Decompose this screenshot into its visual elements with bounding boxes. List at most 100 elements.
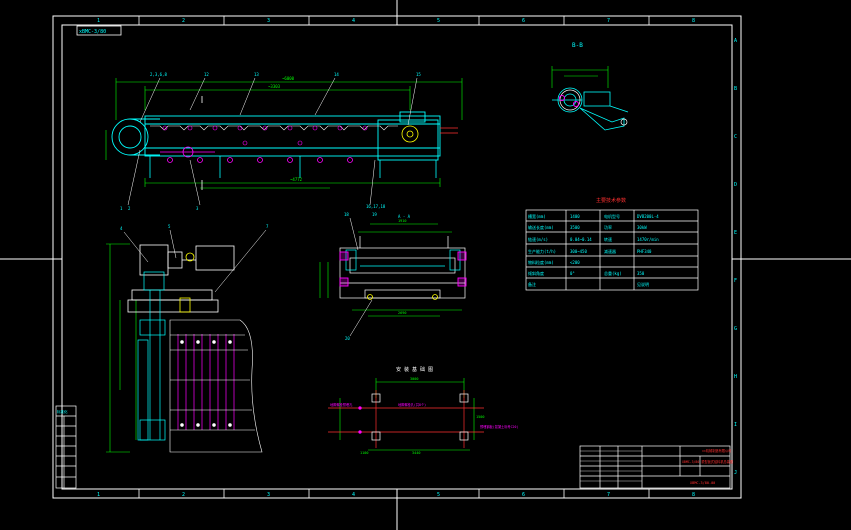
spec-row-6-label: 倾斜角度 xyxy=(528,270,544,276)
section-b-b-view: B-B xyxy=(551,42,629,131)
spec-row-5-label: 物料粒度(mm) xyxy=(528,259,554,265)
zone-col-ticks xyxy=(138,16,650,498)
side-callout-4: 4 xyxy=(120,226,123,231)
zone-col-1b: 1 xyxy=(97,492,100,498)
zone-col-4: 4 xyxy=(352,18,355,24)
spec-row-4-label: 生产能力(t/h) xyxy=(528,248,556,254)
spec-row-1-label: 槽宽(mm) xyxy=(528,213,546,219)
foundation-bottom-dim: 3440 xyxy=(412,451,420,455)
title-block-drawing-number: XBMC-3/80-00 xyxy=(690,481,715,485)
spec-row-7-label: 备注 xyxy=(528,281,536,287)
zone-col-2b: 2 xyxy=(182,492,185,498)
drawing-number-tag: xBMC-3/80 xyxy=(76,25,122,36)
zone-col-5b: 5 xyxy=(437,492,440,498)
zone-col-2: 2 xyxy=(182,18,185,24)
zone-col-3b: 3 xyxy=(267,492,270,498)
spec-row-6-value: 0° xyxy=(570,271,575,276)
zone-row-b: B xyxy=(734,86,737,92)
callout-1: 1 xyxy=(120,206,123,211)
spec-row-5-value: <200 xyxy=(570,260,580,265)
revision-header: 标准化 xyxy=(57,409,68,414)
leader-16-18: 16,17,18 xyxy=(366,204,386,209)
revision-block: 标准化 xyxy=(55,405,77,489)
spec-row-4-rvalue: PHF340 xyxy=(637,249,652,254)
zone-col-8: 8 xyxy=(692,18,695,24)
spec-row-4-value: 300~450 xyxy=(570,249,587,254)
zone-col-7: 7 xyxy=(607,18,610,24)
mid-dim-text: ~3303 xyxy=(268,84,281,89)
zone-row-f: F xyxy=(734,278,737,284)
spec-row-3-rvalue: 1470r/min xyxy=(637,237,659,242)
foundation-plan: 安 装 基 础 图 3000 3440 1100 1500 xyxy=(328,366,518,455)
side-view: 4 5 7 xyxy=(106,224,269,453)
foundation-note-2: 地脚螺栓孔(共8个) xyxy=(398,402,426,407)
spec-row-2-value: 3500 xyxy=(570,225,580,230)
zone-row-j: J xyxy=(734,470,737,476)
end-callout-18: 18 xyxy=(344,212,349,217)
spec-row-1-value: 1400 xyxy=(570,214,580,219)
spec-row-2-rlabel: 功率 xyxy=(604,224,612,230)
section-b-b-label: B-B xyxy=(572,42,583,49)
foundation-top-dim: 3000 xyxy=(410,377,418,381)
zone-row-e: E xyxy=(734,230,737,236)
svg-text:xBMC-3/80: xBMC-3/80 xyxy=(79,29,106,35)
spec-row-1-rlabel: 电机型号 xyxy=(604,213,620,219)
spec-row-4-rlabel: 减速器 xyxy=(604,248,616,254)
foundation-left-dim: 1100 xyxy=(360,451,368,455)
spec-row-3-value: 0.04~0.14 xyxy=(570,237,592,242)
foundation-note-3: 预埋钢板(混凝土标号C20) xyxy=(480,424,518,429)
overall-dim-text: ~6000 xyxy=(282,76,295,81)
end-callout-20: 20 xyxy=(345,336,350,341)
end-callout-19: 19 xyxy=(372,212,377,217)
title-block-drawing-title: XBMC-3/80 重型板式给料机总装图 xyxy=(682,459,733,464)
zone-row-h: H xyxy=(734,374,737,380)
zone-row-letters: A B C D E F G H I J xyxy=(734,38,737,476)
side-callout-7: 7 xyxy=(266,224,269,229)
leader-13: 13 xyxy=(254,72,259,77)
zone-row-a: A xyxy=(734,38,737,44)
main-conveyor-view: ~6000 ~3303 xyxy=(105,72,463,211)
spec-row-7-rvalue: 见说明 xyxy=(637,281,649,287)
spec-row-3-rlabel: 转速 xyxy=(604,236,612,242)
zone-row-g: G xyxy=(734,326,737,332)
length-dim-text: ~4772 xyxy=(290,177,303,182)
spec-row-2-label: 输送长度(mm) xyxy=(528,224,554,230)
foundation-side-dim: 1500 xyxy=(476,415,484,419)
spec-row-6-rvalue: 350 xyxy=(637,271,645,276)
zone-col-3: 3 xyxy=(267,18,270,24)
zone-row-i: I xyxy=(734,422,737,428)
spec-row-1-rvalue: DVB200L-4 xyxy=(637,214,659,219)
leader-12: 12 xyxy=(204,72,209,77)
zone-row-d: D xyxy=(734,182,737,188)
spec-row-6-rlabel: 总重(kg) xyxy=(604,270,622,276)
spec-row-2-rvalue: 30kW xyxy=(637,225,647,230)
callout-2: 2 xyxy=(128,206,131,211)
side-callout-5: 5 xyxy=(168,224,171,229)
foundation-title: 安 装 基 础 图 xyxy=(396,366,433,373)
end-view-a-a: A - A 1910 2690 xyxy=(319,212,467,341)
end-view-label: A - A xyxy=(398,214,411,219)
zone-col-6b: 6 xyxy=(522,492,525,498)
callout-3: 3 xyxy=(196,206,199,211)
zone-col-7b: 7 xyxy=(607,492,610,498)
title-block-company: ××机械制造有限公司 xyxy=(702,448,731,453)
zone-row-c: C xyxy=(734,134,737,140)
end-width-dim-2: 2690 xyxy=(398,311,406,315)
leader-15: 15 xyxy=(416,72,421,77)
zone-col-1: 1 xyxy=(97,18,100,24)
spec-table: 主要技术参数 槽宽(mm) 1400 电机型号 DVB200L-4 输送长度(m… xyxy=(525,197,699,291)
title-block: XBMC-3/80 重型板式给料机总装图 ××机械制造有限公司 XBMC-3/8… xyxy=(579,445,733,489)
zone-col-6: 6 xyxy=(522,18,525,24)
leader-14: 14 xyxy=(334,72,339,77)
spec-row-3-label: 链速(m/s) xyxy=(528,236,548,242)
zone-col-5: 5 xyxy=(437,18,440,24)
leader-2368: 2,3,6,8 xyxy=(150,72,167,77)
zone-col-8b: 8 xyxy=(692,492,695,498)
zone-col-numbers: 1 2 3 4 5 6 7 8 1 2 3 4 5 6 7 8 xyxy=(97,18,695,498)
zone-col-4b: 4 xyxy=(352,492,355,498)
spec-table-title: 主要技术参数 xyxy=(596,197,626,204)
end-width-dim-1: 1910 xyxy=(398,219,406,223)
foundation-note-1: 地脚螺栓预埋孔 xyxy=(330,402,353,407)
